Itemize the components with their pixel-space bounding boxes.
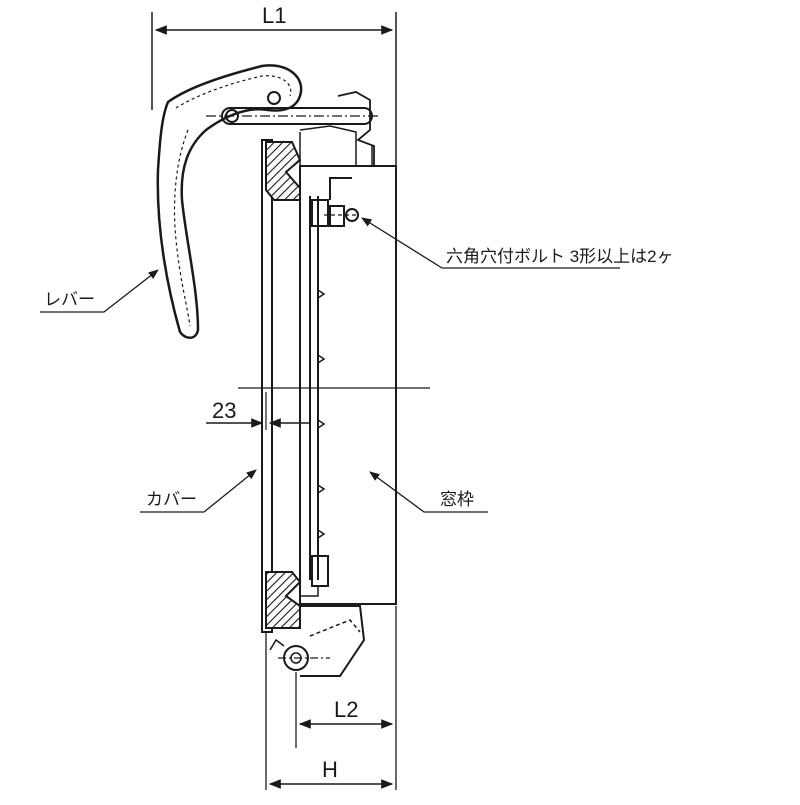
callout-lever: レバー [40, 269, 159, 313]
dimension-h: H [265, 632, 394, 790]
dimension-l2: L2 [295, 606, 397, 790]
top-section [265, 141, 302, 201]
bottom-hinge [269, 605, 366, 677]
dimension-l1-label: L1 [262, 3, 286, 28]
callout-frame-label: 窓枠 [440, 490, 474, 509]
lever [156, 64, 380, 339]
dimension-23-label: 23 [212, 398, 236, 423]
dimension-23: 23 [206, 392, 310, 430]
dimension-l2-label: L2 [334, 697, 358, 722]
cover-plate [261, 139, 273, 633]
inner-rail [300, 177, 352, 597]
dimension-l1: L1 [151, 3, 397, 165]
callout-cover-label: カバー [146, 490, 197, 509]
callout-bolt-label: 六角穴付ボルト 3形以上は2ヶ [446, 247, 674, 266]
dimension-h-label: H [322, 757, 338, 782]
window-frame [299, 145, 397, 605]
callout-frame: 窓枠 [369, 471, 488, 513]
callout-cover: カバー [140, 469, 257, 513]
hex-socket-bolt [324, 205, 359, 227]
callout-lever-label: レバー [44, 290, 95, 309]
bottom-section [265, 571, 302, 629]
callout-bolt: 六角穴付ボルト 3形以上は2ヶ [361, 217, 674, 269]
